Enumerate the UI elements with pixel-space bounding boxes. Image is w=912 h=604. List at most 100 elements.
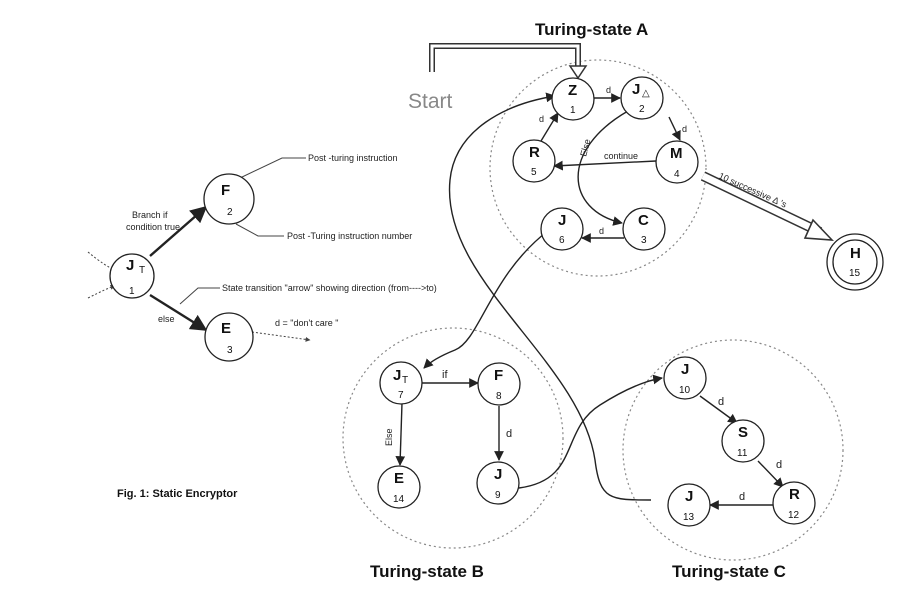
svg-text:12: 12 <box>788 510 800 521</box>
legend-edge-else <box>149 293 208 332</box>
svg-text:3: 3 <box>227 345 233 356</box>
node-j6: J 6 <box>540 207 584 251</box>
edge-r5-z1 <box>540 112 559 142</box>
turing-state-b-cluster <box>342 327 564 549</box>
svg-text:R: R <box>789 486 800 503</box>
svg-text:E: E <box>221 320 231 337</box>
legend-branch-line1: Branch if <box>132 210 168 220</box>
svg-text:2: 2 <box>639 104 645 115</box>
svg-text:6: 6 <box>559 235 565 246</box>
svg-text:14: 14 <box>393 494 405 505</box>
node-r12: R 12 <box>772 481 816 525</box>
node-j10: J 10 <box>663 356 707 400</box>
svg-text:J: J <box>558 212 566 229</box>
legend-incoming-dashed <box>87 251 116 271</box>
turing-state-c-cluster <box>622 339 844 561</box>
svg-text:Z: Z <box>568 82 577 99</box>
legend-pointer <box>239 157 306 179</box>
legend-edge-branch <box>149 205 208 257</box>
svg-text:T: T <box>139 265 145 276</box>
edge-label-d: d <box>718 396 724 408</box>
legend-node-f2: F 2 <box>203 173 255 225</box>
edge-j6-jt7 <box>423 229 550 369</box>
svg-text:H: H <box>850 245 861 262</box>
svg-text:J: J <box>393 367 401 384</box>
svg-text:2: 2 <box>227 207 233 218</box>
node-m4: M 4 <box>655 140 699 184</box>
node-e14: E 14 <box>377 465 421 509</box>
node-s11: S 11 <box>721 419 765 463</box>
legend-node-jt1: J T 1 <box>109 253 155 299</box>
edge-j10-s11 <box>699 395 738 424</box>
svg-text:15: 15 <box>849 268 861 279</box>
svg-text:4: 4 <box>674 169 680 180</box>
legend-post-turing-number: Post -Turing instruction number <box>287 231 412 241</box>
edge-s11-r12 <box>757 460 784 488</box>
svg-text:9: 9 <box>495 490 501 501</box>
svg-text:J: J <box>126 257 134 274</box>
edge-jd2-m4 <box>668 116 681 141</box>
turing-state-c-title: Turing-state C <box>672 562 786 581</box>
svg-text:S: S <box>738 424 748 441</box>
svg-text:J: J <box>681 361 689 378</box>
edge-jd2-c3-else <box>577 110 629 226</box>
svg-text:△: △ <box>642 88 650 99</box>
svg-text:1: 1 <box>570 105 576 116</box>
svg-text:F: F <box>221 182 230 199</box>
edge-label-d: d <box>739 491 745 503</box>
node-z1: Z 1 <box>551 77 595 121</box>
edge-label-d: d <box>606 85 611 95</box>
node-j13: J 13 <box>667 483 711 527</box>
node-j9: J 9 <box>476 461 520 505</box>
legend-dont-care-arrow <box>251 331 311 342</box>
edge-j13-z1 <box>448 92 652 501</box>
legend-arrow-note: State transition "arrow" showing directi… <box>222 283 437 293</box>
turing-state-a-cluster <box>489 59 707 277</box>
node-jt7: J T 7 <box>379 361 423 405</box>
svg-text:1: 1 <box>129 286 135 297</box>
edge-jt7-e14 <box>395 402 406 466</box>
edge-label-d: d <box>539 114 544 124</box>
edge-m4-r5 <box>553 160 657 171</box>
svg-text:J: J <box>685 488 693 505</box>
node-c3: C 3 <box>622 207 666 251</box>
svg-text:5: 5 <box>531 167 537 178</box>
svg-text:T: T <box>402 375 408 386</box>
svg-text:C: C <box>638 212 649 229</box>
legend-node-e3: E 3 <box>204 312 254 362</box>
node-r5: R 5 <box>512 139 556 183</box>
legend-incoming-dashed <box>87 284 116 299</box>
edge-j9-j10 <box>518 374 663 489</box>
edge-label-d: d <box>599 226 604 236</box>
svg-text:J: J <box>632 81 640 98</box>
edge-label-d: d <box>506 428 512 440</box>
svg-text:F: F <box>494 367 503 384</box>
legend-post-turing-instruction: Post -turing instruction <box>308 153 398 163</box>
edge-label-continue: continue <box>604 151 638 161</box>
legend-pointer <box>235 223 284 237</box>
turing-state-b-title: Turing-state B <box>370 562 484 581</box>
edge-label-else: Else <box>384 428 394 446</box>
svg-text:8: 8 <box>496 391 502 402</box>
svg-text:13: 13 <box>683 512 695 523</box>
svg-text:11: 11 <box>737 448 748 459</box>
start-label: Start <box>408 90 453 113</box>
svg-text:10: 10 <box>679 385 691 396</box>
legend-dont-care: d = "don't care " <box>275 318 338 328</box>
svg-text:7: 7 <box>398 390 404 401</box>
svg-text:3: 3 <box>641 235 647 246</box>
svg-text:E: E <box>394 470 404 487</box>
legend-else-label: else <box>158 314 175 324</box>
edge-label-else: Else <box>578 138 592 158</box>
edge-label-if: if <box>442 369 448 381</box>
edge-label-d: d <box>776 459 782 471</box>
legend-branch-line2: condition true <box>126 222 180 232</box>
node-f8: F 8 <box>477 362 521 406</box>
turing-state-a-title: Turing-state A <box>535 20 648 39</box>
node-jd2: J △ 2 <box>620 76 664 120</box>
svg-text:J: J <box>494 466 502 483</box>
edge-label-d: d <box>682 124 687 134</box>
start-arrow-head <box>568 65 588 80</box>
node-h15: H 15 <box>826 233 884 291</box>
